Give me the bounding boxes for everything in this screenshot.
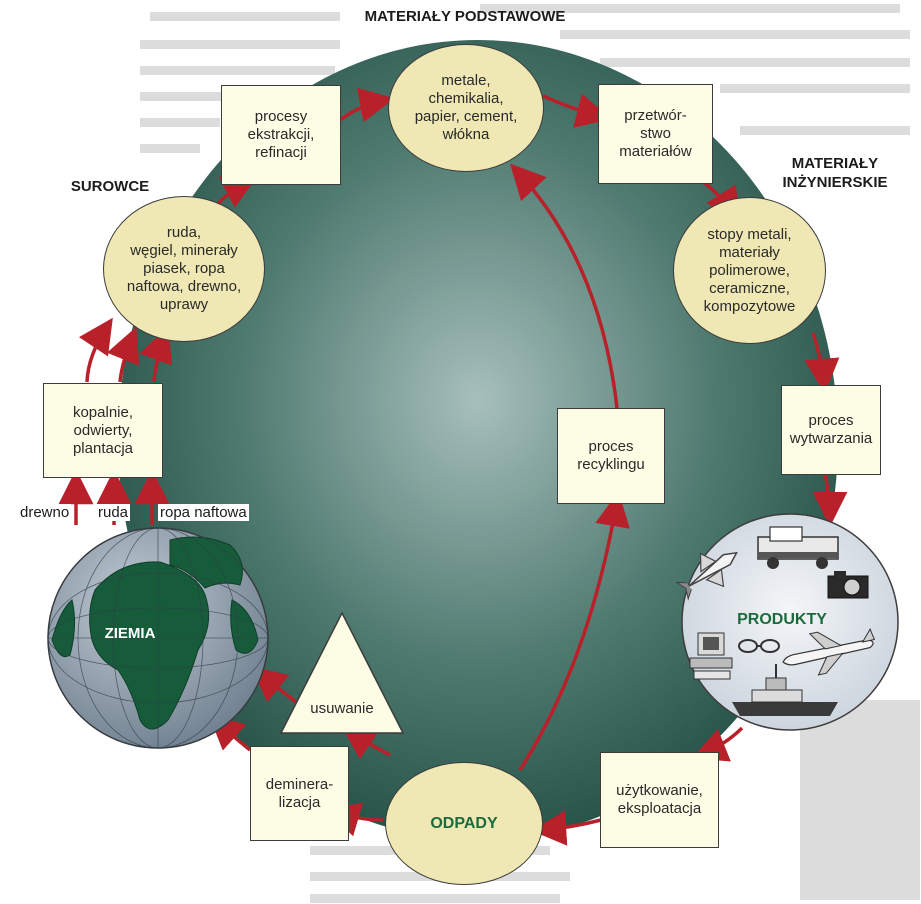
computer-icon [689,632,733,680]
label-ore: ruda [96,504,131,521]
products-label: PRODUKTY [737,611,827,628]
node-engineering-materials: stopy metali, materiały polimerowe, cera… [673,197,826,344]
glasses-icon [738,639,780,653]
disposal-label: usuwanie [310,700,373,717]
arrow-mines-to-raw-1 [78,317,113,383]
arrow-recycling-to-base [510,163,619,409]
node-base-materials: metale, chemikalia, papier, cement, włók… [388,44,544,172]
node-mines: kopalnie, odwierty, plantacja [43,383,163,478]
arrow-mines-to-raw-2 [106,326,140,383]
node-manufacturing: proces wytwarzania [781,385,881,475]
arrow-waste-to-recycling [518,491,630,771]
node-recycling: proces recyklingu [557,408,665,504]
node-processing: przetwór- stwo materiałów [598,84,713,184]
airplane-icon [782,628,876,676]
earth-globe: ZIEMIA [47,527,269,749]
pickup-truck-icon [757,526,839,569]
space-shuttle-icon [675,551,738,601]
label-wood: drewno [18,504,72,521]
earth-label: ZIEMIA [105,625,156,642]
node-raw-materials: ruda, węgiel, minerały piasek, ropa naft… [103,196,265,342]
center-oval [118,40,838,840]
disposal-node: usuwanie [279,611,405,734]
earth-grid [47,527,269,749]
arrow-usage-to-waste [531,810,602,846]
arrow-extraction-to-base [338,87,395,123]
node-demineralization: deminera- lizacja [250,746,349,841]
arrow-manufacturing-to-products [812,473,848,527]
node-waste: ODPADY [385,762,543,885]
header-raw-materials: SUROWCE [70,178,150,195]
arrow-engineering-to-manufacturing [804,332,840,394]
node-usage: użytkowanie, eksploatacja [600,752,719,848]
products-circle: PRODUKTY [675,513,899,731]
ship-icon [732,664,838,716]
node-extraction: procesy ekstrakcji, refinacji [221,85,341,185]
label-oil: ropa naftowa [158,504,249,521]
camera-icon [827,571,869,599]
header-base-materials: MATERIAŁY PODSTAWOWE [364,8,566,25]
header-engineering-materials: MATERIAŁY INŻYNIERSKIE [782,155,888,191]
